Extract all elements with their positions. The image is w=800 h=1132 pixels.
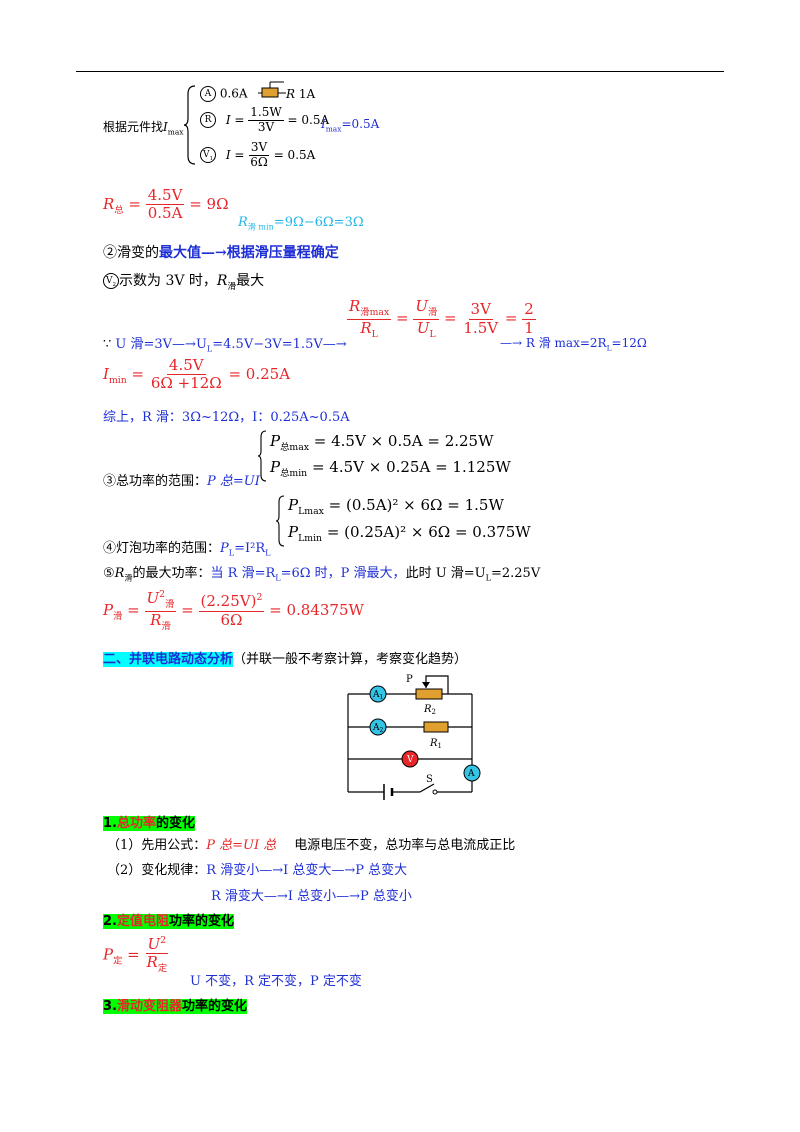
step5-line: ⑤R滑的最大功率：当 R 滑=RL=6Ω 时，P 滑最大，此时 U 滑=UL=2… — [103, 566, 541, 583]
r2-resistor — [415, 688, 443, 700]
p-fixed-note: U 不变，R 定不变，P 定不变 — [190, 974, 362, 989]
ammeter-a2-icon — [369, 718, 387, 736]
step3-line1: P总max = 4.5V × 0.5A = 2.25W — [270, 432, 494, 453]
voltmeter-icon: V2 — [103, 273, 119, 289]
imax-note: Imax=0.5A — [321, 117, 380, 134]
resistor-circle-icon: R — [200, 112, 216, 129]
step4-line1: PLmax = (0.5A)² × 6Ω = 1.5W — [288, 496, 504, 517]
voltmeter-icon: V1 — [200, 147, 216, 164]
because-line: ∵ U 滑=3V—→UL=4.5V−3V=1.5V—→ — [103, 337, 347, 354]
heading-2: 2.定值电阻功率的变化 — [103, 914, 235, 929]
ammeter-a-icon — [463, 764, 481, 782]
step2-line: ②滑变的最大值—→根据滑压量程确定 — [103, 245, 339, 261]
step3-label: ③总功率的范围：P 总=UI — [103, 474, 260, 489]
a-label: A — [467, 769, 475, 779]
a1-label: A1 — [372, 690, 383, 701]
summary-line: 综上，R 滑：3Ω~12Ω，I：0.25A~0.5A — [103, 410, 350, 425]
step4-line2: PLmin = (0.25A)² × 6Ω = 0.375W — [288, 523, 531, 544]
r2-label: R2 — [423, 704, 436, 716]
h1-line2: （2）变化规律：R 滑变小—→I 总变大—→P 总变大 — [107, 863, 408, 878]
h1-line3: R 滑变大—→I 总变小—→P 总变小 — [211, 889, 412, 904]
heading-1: 1.总功率的变化 — [103, 816, 196, 831]
brace-left — [183, 85, 196, 165]
component-label: 根据元件找Imax — [103, 120, 184, 137]
voltmeter-v-icon — [401, 750, 419, 768]
ammeter-icon: A — [200, 86, 216, 102]
heading-3: 3.滑动变阻器功率的变化 — [103, 999, 248, 1014]
component-row1-r: R 1A — [286, 87, 316, 101]
r1-resistor — [423, 721, 449, 733]
slider-arrow-icon — [422, 682, 430, 688]
header-rule — [76, 71, 724, 72]
s-label: S — [426, 774, 433, 785]
ammeter-a1-icon — [369, 685, 387, 703]
component-row1: A 0.6A — [200, 86, 248, 102]
r1-label: R1 — [429, 738, 442, 750]
resistor-icon — [258, 81, 286, 98]
section2-heading: 二、并联电路动态分析（并联一般不考察计算，考察变化趋势） — [103, 652, 468, 667]
circuit-diagram: A1 A2 V A P R2 R1 S — [347, 674, 481, 800]
h1-line1: （1）先用公式：P 总=UI 总电源电压不变，总功率与总电流成正比 — [107, 838, 516, 853]
p-label: P — [406, 674, 413, 685]
brace-step3 — [257, 430, 267, 482]
brace-step4 — [275, 495, 285, 547]
step3-line2: P总min = 4.5V × 0.25A = 1.125W — [270, 458, 511, 479]
v-label: V — [406, 755, 414, 765]
r-slide-min: R滑 min=9Ω−6Ω=3Ω — [238, 215, 364, 232]
step4-label: ④灯泡功率的范围：PL=I²RL — [103, 541, 271, 558]
because-result: —→ R 滑 max=2RL=12Ω — [500, 336, 647, 353]
a2-label: A2 — [372, 723, 384, 734]
